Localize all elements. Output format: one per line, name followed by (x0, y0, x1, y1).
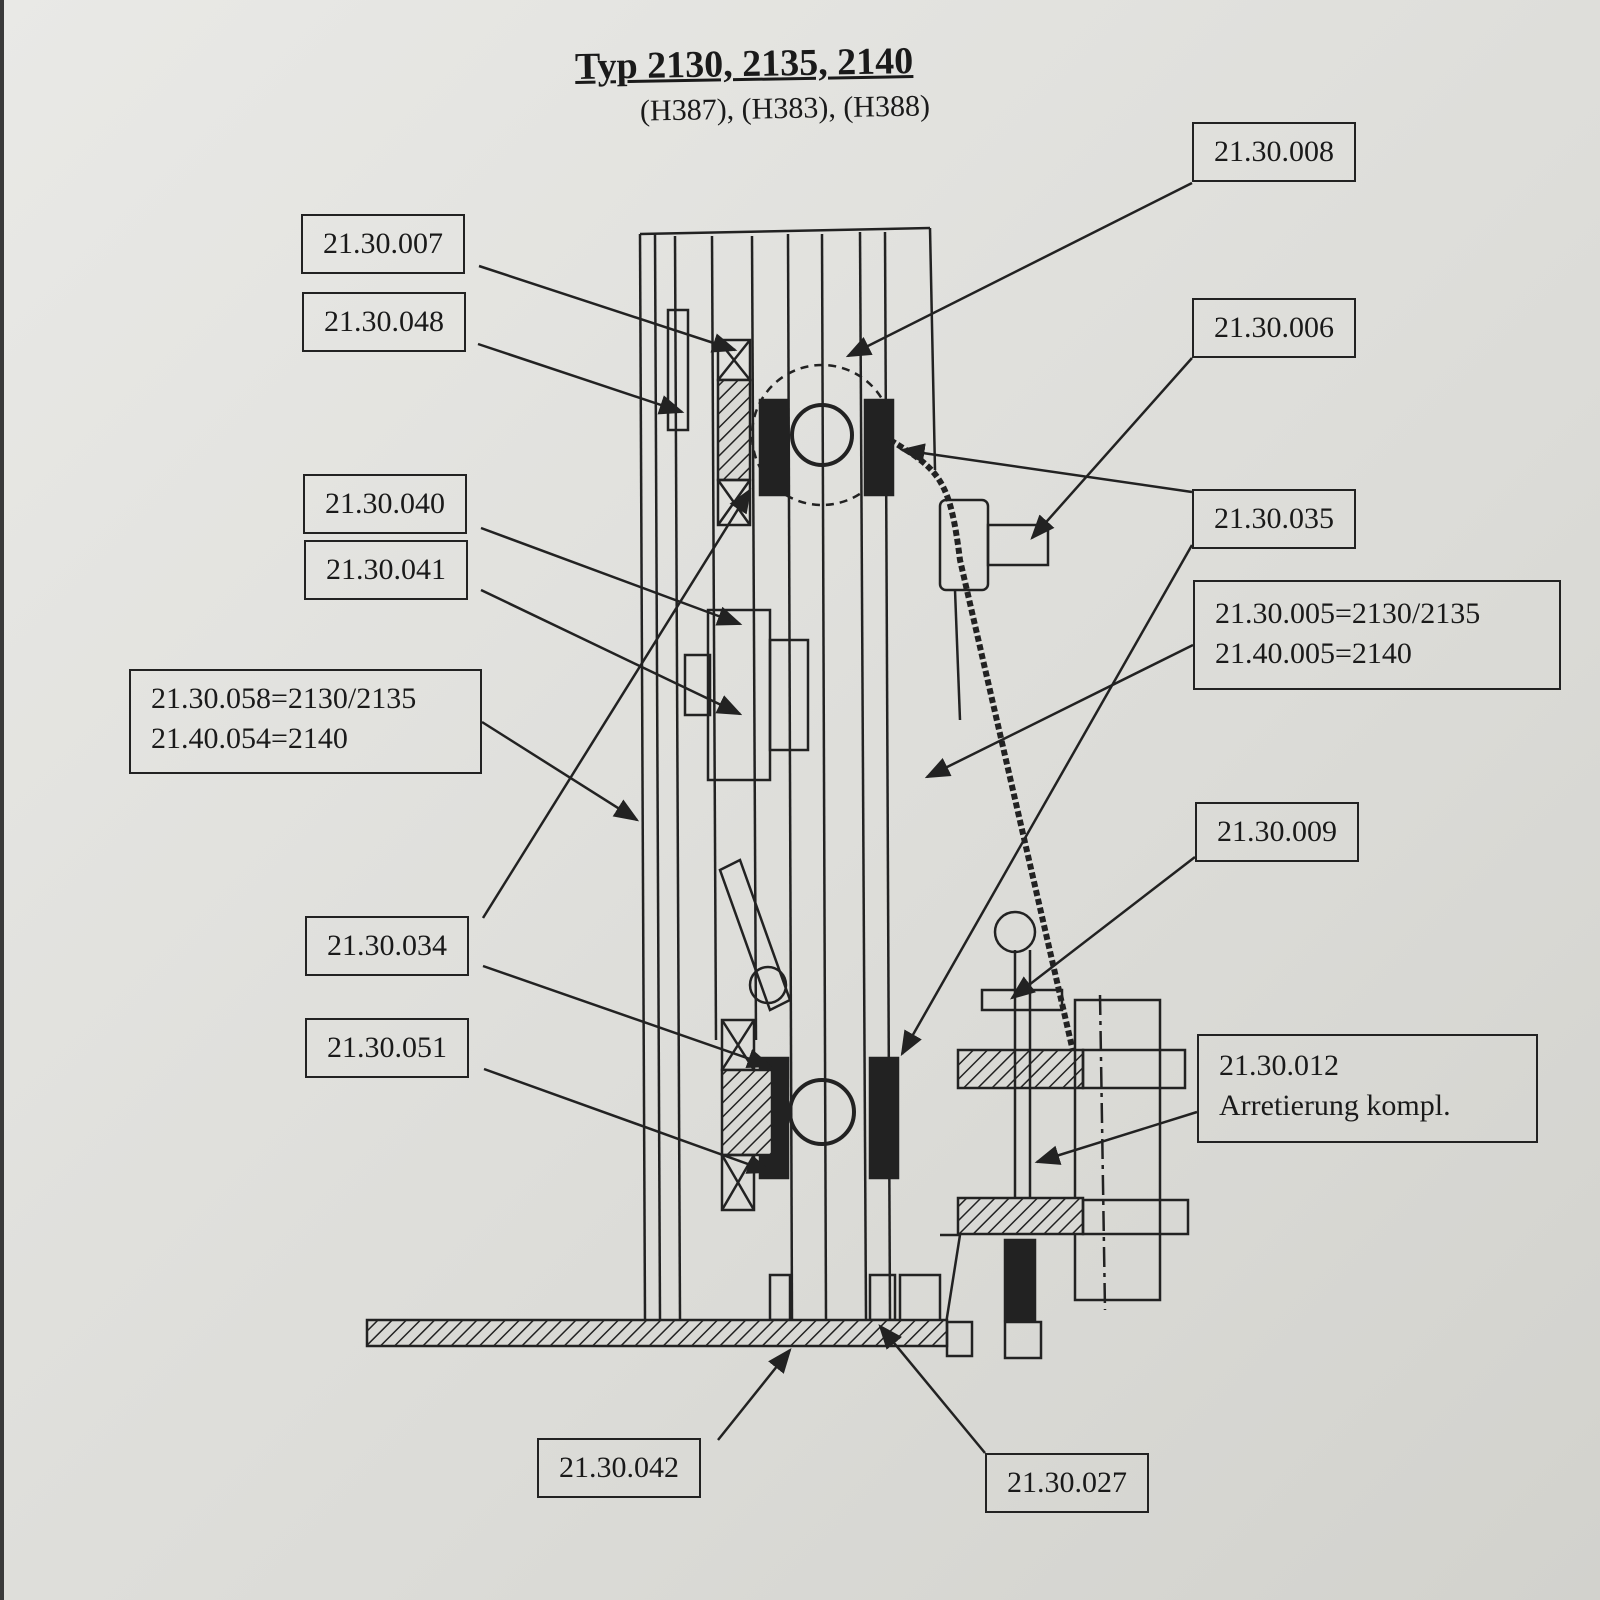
part-label-21-30-051: 21.30.051 (305, 1018, 469, 1078)
page-edge (0, 0, 4, 1600)
part-label-21-30-058: 21.30.058=2130/2135 21.40.054=2140 (129, 669, 482, 774)
part-label-line: 21.40.005=2140 (1215, 637, 1412, 670)
base-plate (365, 1318, 949, 1348)
part-label-21-30-012: 21.30.012 Arretierung kompl. (1197, 1034, 1538, 1143)
part-label-21-30-048: 21.30.048 (302, 292, 466, 352)
part-label-21-30-027: 21.30.027 (985, 1453, 1149, 1513)
drawing-title: Typ 2130, 2135, 2140 (574, 40, 914, 88)
part-label-21-30-009: 21.30.009 (1195, 802, 1359, 862)
part-label-line: 21.30.012 (1219, 1049, 1339, 1082)
part-label-21-30-042: 21.30.042 (537, 1438, 701, 1498)
part-label-21-30-007: 21.30.007 (301, 214, 465, 274)
part-label-21-30-006: 21.30.006 (1192, 298, 1356, 358)
column-body (638, 226, 1190, 1360)
base-plate-end (945, 1320, 974, 1358)
part-label-line: Arretierung kompl. (1219, 1089, 1451, 1122)
part-label-21-30-040: 21.30.040 (303, 474, 467, 534)
part-label-21-30-008: 21.30.008 (1192, 122, 1356, 182)
drawing-subtitle: (H387), (H383), (H388) (639, 89, 931, 128)
part-label-line: 21.30.005=2130/2135 (1215, 597, 1481, 630)
part-label-21-30-035: 21.30.035 (1192, 489, 1356, 549)
part-label-line: 21.40.054=2140 (151, 722, 348, 755)
leader-lines (477, 181, 1198, 1454)
part-label-line: 21.30.058=2130/2135 (151, 682, 417, 715)
part-label-21-30-005: 21.30.005=2130/2135 21.40.005=2140 (1193, 580, 1561, 690)
part-label-21-30-041: 21.30.041 (304, 540, 468, 600)
part-label-21-30-034: 21.30.034 (305, 916, 469, 976)
